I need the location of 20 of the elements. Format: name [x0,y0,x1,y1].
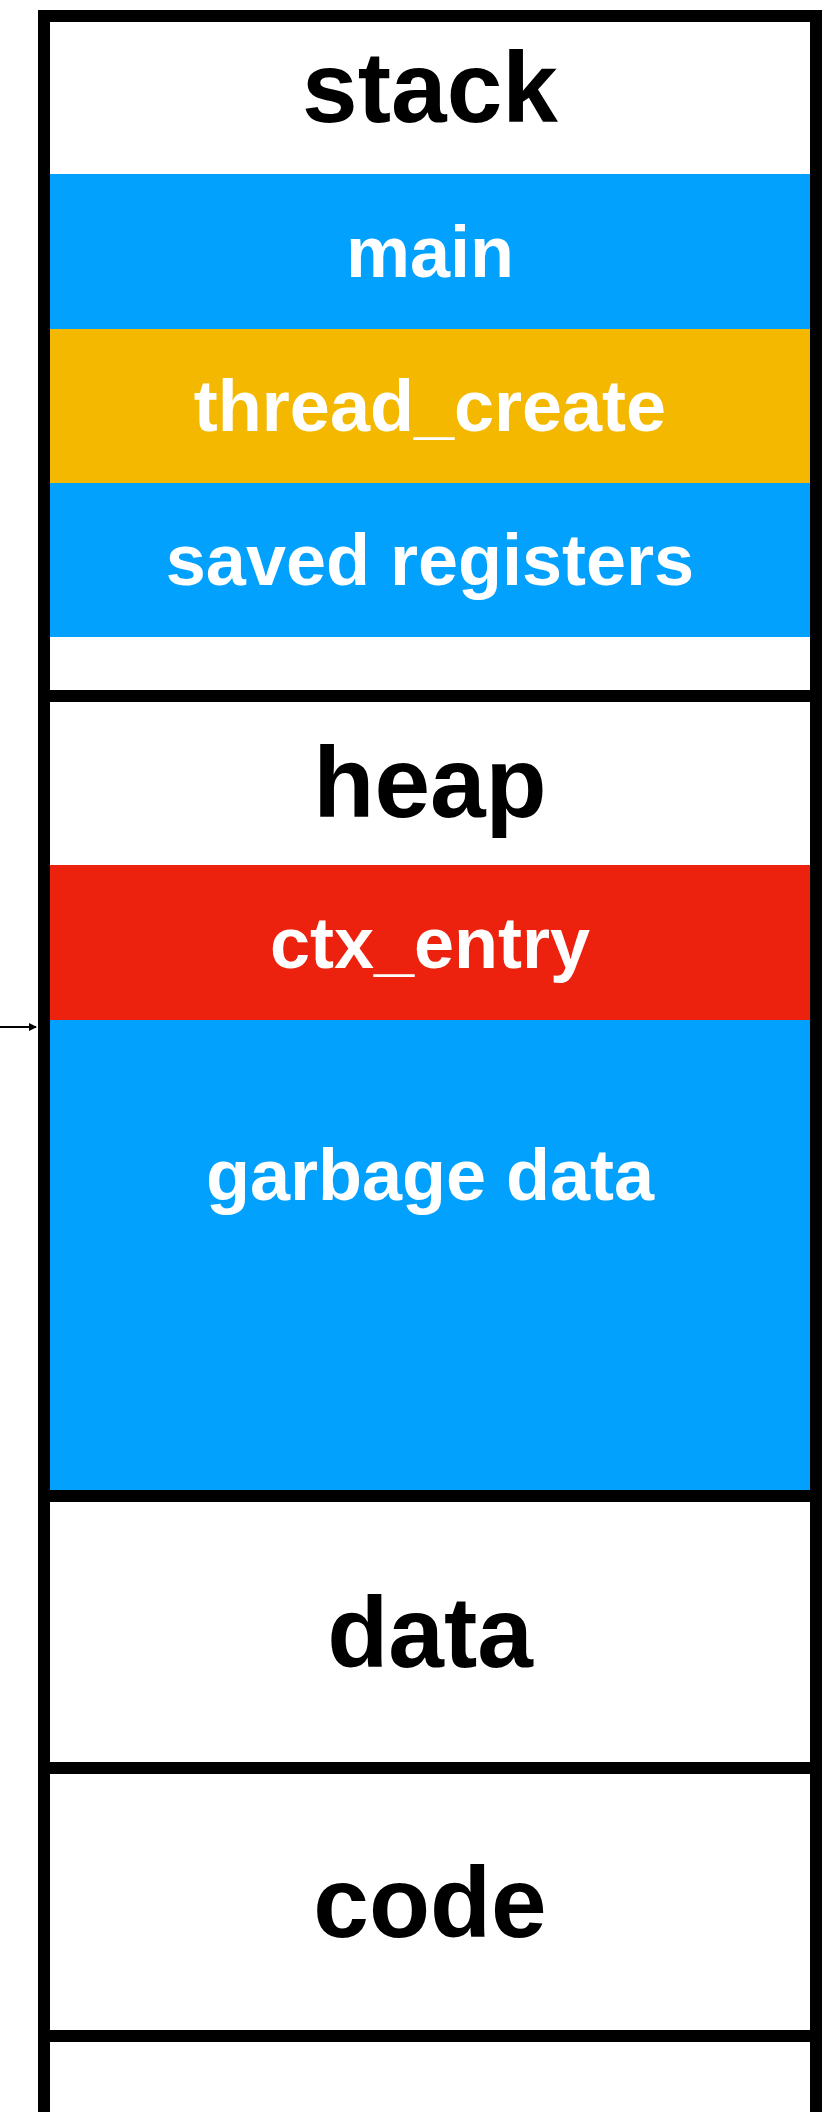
segment-label: data [326,1575,535,1690]
code-segment [38,1762,822,2030]
segment-label: code [312,1845,548,1960]
stack-frame [50,174,810,329]
stack-frame [50,329,810,483]
data-segment [38,1490,822,1762]
heap-block [50,865,810,1020]
frame-label: ctx_entry [269,901,591,984]
segment-label: stack [301,30,559,145]
heap-block [50,1020,810,1490]
segment-label: heap [312,725,548,840]
heap-segment [38,690,822,1490]
frame-label: main [345,210,514,293]
memory-segment [38,2030,822,2112]
frame-label: garbage data [205,1134,655,1216]
stack-frame [50,483,810,637]
arrow [0,1023,37,1031]
frame-label: saved registers [165,519,695,601]
frame-label: thread_create [193,365,667,447]
stack-segment [38,10,822,690]
